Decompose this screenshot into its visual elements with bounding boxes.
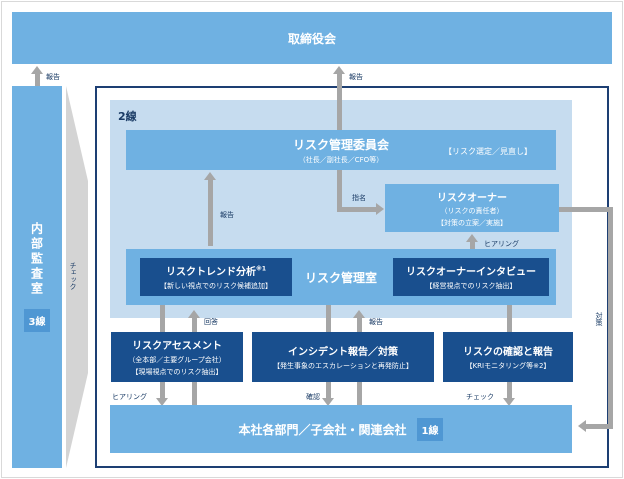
- assessment-sub: （全本部／主要グループ会社）: [128, 356, 226, 364]
- check-wedge: [66, 86, 88, 468]
- report-label-mid: 報告: [220, 211, 234, 219]
- trend-title-wrap: リスクトレンド分析※1: [166, 263, 266, 278]
- report-label-top: 報告: [349, 73, 363, 81]
- confirm-label: 確認: [306, 393, 320, 401]
- check-label-right: チェック: [466, 393, 494, 401]
- incident-note: 【発生事象のエスカレーションと再発防止】: [273, 362, 413, 370]
- interview-note: 【経営視点でのリスク抽出】: [425, 282, 517, 290]
- report-arrow-top: [337, 72, 342, 130]
- assessment-note: 【現場視点でのリスク抽出】: [131, 368, 223, 376]
- report-arrow-left-head: [31, 66, 43, 74]
- interview-box: リスクオーナーインタビュー 【経営視点でのリスク抽出】: [393, 258, 549, 296]
- report-arrow-mid: [208, 180, 213, 246]
- measure-arrow-top: [559, 207, 613, 212]
- line1-badge: 1線: [416, 417, 444, 441]
- interview-title: リスクオーナーインタビュー: [406, 267, 536, 278]
- check-arrow-down-head: [503, 398, 515, 406]
- hearing-label-owner: ヒアリング: [484, 240, 519, 248]
- owner-title: リスクオーナー: [437, 192, 507, 204]
- incident-title: インシデント報告／対策: [288, 347, 398, 358]
- audit-label: 内部監査室: [29, 222, 44, 297]
- report-arrow-left: [35, 72, 40, 86]
- measure-arrow-bottom: [585, 424, 613, 429]
- board-label: 取締役会: [287, 31, 336, 46]
- hearing-label-bottom: ヒアリング: [112, 393, 147, 401]
- report-label-left: 報告: [46, 73, 60, 81]
- audit-box: 内部監査室 3線: [12, 86, 62, 468]
- confirm-note: 【KRIモニタリング等※2】: [465, 362, 551, 370]
- trend-note: 【新しい視点でのリスク候補追加】: [160, 282, 272, 290]
- confirm-arrow-down-head: [322, 398, 334, 406]
- incident-box: インシデント報告／対策 【発生事象のエスカレーションと再発防止】: [252, 332, 434, 382]
- designate-label: 指名: [352, 194, 366, 202]
- assessment-title: リスクアセスメント: [132, 341, 222, 352]
- line1-box: 本社各部門／子会社・関連会社 1線: [110, 405, 572, 453]
- hearing-arrow-down-head: [156, 398, 168, 406]
- answer-label: 回答: [204, 318, 218, 326]
- hearing-arrow-owner-head: [466, 234, 478, 242]
- measure-label: 対策: [595, 312, 603, 326]
- trend-box: リスクトレンド分析※1 【新しい視点でのリスク候補追加】: [140, 258, 292, 296]
- report-arrow-bottom-head: [353, 310, 365, 318]
- owner-note: 【対策の立案／実施】: [437, 218, 507, 227]
- committee-sub: （社長／副社長／CFO等）: [298, 155, 384, 164]
- designate-arrow-horiz: [337, 207, 377, 212]
- measure-arrow-head: [578, 420, 586, 432]
- trend-title: リスクトレンド分析: [165, 267, 256, 278]
- owner-box: リスクオーナー （リスクの責任者） 【対策の立案／実施】: [385, 184, 559, 232]
- committee-title: リスク管理委員会: [292, 137, 389, 152]
- check-label-left: チェック: [69, 262, 77, 290]
- line2-label: 2線: [118, 110, 137, 123]
- audit-badge: 3線: [23, 309, 51, 332]
- trend-sup: ※1: [255, 265, 266, 273]
- designate-arrow-head: [376, 203, 384, 215]
- measure-arrow-vert: [608, 207, 613, 429]
- report-label-bottom: 報告: [369, 318, 383, 326]
- owner-sub: （リスクの責任者）: [440, 206, 504, 215]
- report-arrow-mid-head: [204, 172, 216, 180]
- assessment-box: リスクアセスメント （全本部／主要グループ会社） 【現場視点でのリスク抽出】: [111, 332, 243, 382]
- confirm-box: リスクの確認と報告 【KRIモニタリング等※2】: [443, 332, 573, 382]
- board-box: 取締役会: [12, 12, 612, 64]
- line1-label: 本社各部門／子会社・関連会社: [238, 422, 407, 437]
- answer-arrow-up-head: [188, 310, 200, 318]
- report-arrow-top-head: [333, 66, 345, 74]
- confirm-title: リスクの確認と報告: [463, 347, 553, 358]
- committee-box: リスク管理委員会 （社長／副社長／CFO等） 【リスク選定／見直し】: [126, 130, 556, 170]
- committee-note: 【リスク選定／見直し】: [444, 147, 532, 156]
- designate-arrow-vert: [337, 170, 342, 212]
- hearing-arrow-owner: [470, 240, 475, 250]
- management-room-label: リスク管理室: [304, 270, 377, 285]
